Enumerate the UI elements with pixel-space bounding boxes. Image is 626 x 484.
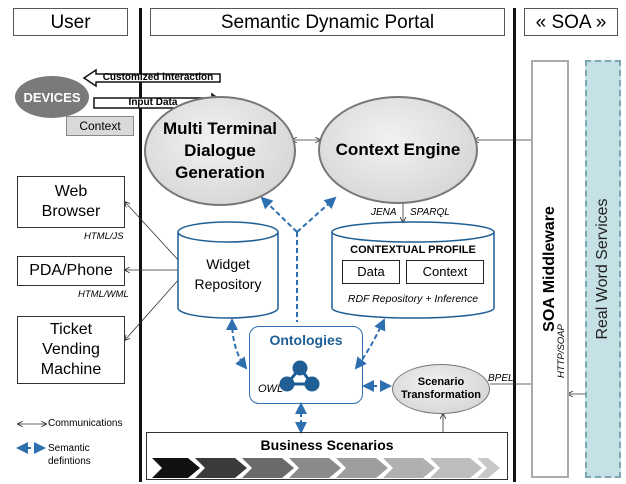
ontologies-box: Ontologies OWL — [249, 326, 363, 404]
web-browser-line2: Browser — [41, 203, 101, 220]
legend-semantic: Semantic defintions — [48, 442, 91, 468]
devices-label: DEVICES — [23, 89, 81, 105]
molecule-icon — [279, 360, 320, 392]
ticket-line1: Ticket — [49, 321, 93, 338]
legend-semantic-line2: defintions — [48, 456, 91, 467]
business-scenarios-box: Business Scenarios — [146, 432, 508, 480]
header-portal: Semantic Dynamic Portal — [150, 8, 505, 36]
owl-label: OWL — [258, 383, 284, 395]
profile-note: RDF Repository + Inference — [347, 293, 479, 305]
input-data-label: Input Data — [128, 97, 178, 108]
ticket-line3: Machine — [40, 361, 102, 378]
header-soa: « SOA » — [524, 8, 618, 36]
sparql-label: SPARQL — [410, 207, 450, 218]
scenario-transformation: Scenario Transformation — [392, 364, 490, 414]
profile-title: CONTEXTUAL PROFILE — [350, 244, 476, 256]
profile-data-label: Data — [357, 264, 385, 279]
http-soap-label: HTTP/SOAP — [556, 324, 567, 378]
soa-middleware-label: SOA Middleware — [541, 206, 558, 332]
context-note-label: Context — [79, 119, 121, 133]
client-web-browser: Web Browser — [17, 176, 125, 228]
process-chevrons — [152, 458, 500, 478]
mtdg-line2: Dialogue — [184, 141, 256, 160]
devices-node: DEVICES — [15, 76, 89, 118]
web-browser-note: HTML/JS — [84, 231, 124, 242]
customized-interaction-label: Customized interaction — [102, 72, 214, 83]
ticket-line2: Vending — [42, 341, 100, 358]
header-user: User — [13, 8, 128, 36]
profile-context-box: Context — [406, 260, 484, 284]
pda-phone-label: PDA/Phone — [29, 262, 113, 279]
multi-terminal-engine: Multi Terminal Dialogue Generation — [144, 96, 296, 206]
legend-communications: Communications — [48, 418, 123, 429]
pda-phone-note: HTML/WML — [78, 289, 129, 300]
profile-data-box: Data — [342, 260, 400, 284]
client-ticket-vending: Ticket Vending Machine — [17, 316, 125, 384]
business-scenarios-label: Business Scenarios — [260, 437, 394, 453]
widget-repository: Widget Repository — [178, 254, 278, 294]
client-pda-phone: PDA/Phone — [17, 256, 125, 286]
profile-context-label: Context — [422, 264, 468, 279]
real-services-label: Real Word Services — [594, 198, 611, 340]
mtdg-line1: Multi Terminal — [163, 119, 277, 138]
separator-right — [513, 8, 516, 482]
scenario-line2: Transformation — [400, 389, 482, 401]
bpel-label: BPEL — [488, 373, 514, 384]
jena-label: JENA — [371, 207, 397, 218]
widget-line1: Widget — [206, 256, 250, 272]
separator-left — [139, 8, 142, 482]
context-engine-label: Context Engine — [335, 140, 461, 159]
scenario-line1: Scenario — [417, 376, 465, 388]
context-note: Context — [66, 116, 134, 136]
profile-cylinder — [331, 221, 495, 319]
context-engine: Context Engine — [318, 96, 478, 204]
legend-semantic-line1: Semantic — [48, 443, 90, 454]
real-services-box: Real Word Services — [585, 60, 621, 478]
widget-line2: Repository — [194, 276, 262, 292]
widget-cylinder — [177, 221, 279, 319]
web-browser-line1: Web — [54, 183, 88, 200]
soa-middleware-box: SOA Middleware — [531, 60, 569, 478]
ontologies-title: Ontologies — [269, 332, 343, 348]
mtdg-line3: Generation — [175, 163, 265, 182]
